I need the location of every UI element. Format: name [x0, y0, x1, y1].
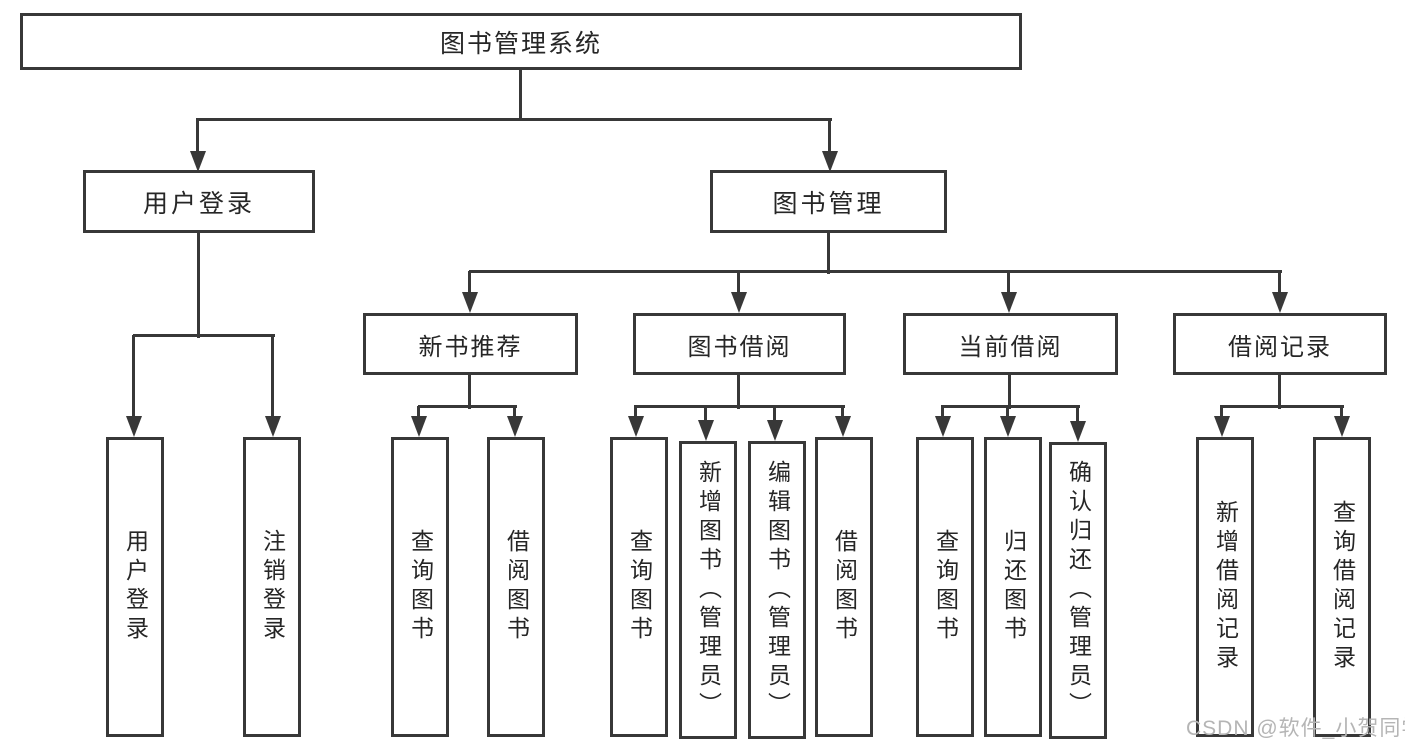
node-label: 借阅图书 — [831, 529, 858, 645]
connector-line — [773, 406, 776, 422]
node-label: 借阅图书 — [503, 529, 530, 645]
node-label: 新增借阅记录 — [1212, 500, 1239, 674]
arrowhead-down-icon — [731, 292, 747, 313]
node-book-borrow: 图书借阅 — [633, 313, 846, 375]
node-new-book-recommend: 新书推荐 — [363, 313, 578, 375]
node-user-login: 用户登录 — [83, 170, 315, 233]
connector-line — [1340, 406, 1343, 418]
leaf-borrow-books: 借阅图书 — [815, 437, 873, 737]
leaf-add-borrow-record: 新增借阅记录 — [1196, 437, 1254, 737]
arrowhead-down-icon — [628, 416, 644, 437]
node-label: 查询图书 — [407, 529, 434, 645]
leaf-query-books-borrow: 查询图书 — [610, 437, 668, 737]
node-label: 图书借阅 — [687, 333, 792, 361]
connector-line — [196, 119, 199, 154]
leaf-add-book-admin: 新增图书（管理员） — [679, 441, 737, 739]
node-label: 用户登录 — [122, 529, 149, 645]
arrowhead-down-icon — [1334, 416, 1350, 437]
connector-line — [418, 405, 517, 408]
connector-line — [1278, 271, 1281, 295]
node-label: 图书管理系统 — [439, 29, 602, 58]
leaf-user-login: 用户登录 — [106, 437, 164, 737]
node-label: 借阅记录 — [1228, 333, 1332, 361]
leaf-query-borrow-record: 查询借阅记录 — [1313, 437, 1371, 737]
leaf-borrow-books-recommend: 借阅图书 — [487, 437, 545, 737]
arrowhead-down-icon — [190, 151, 206, 172]
node-label: 注销登录 — [259, 529, 286, 645]
arrowhead-down-icon — [935, 416, 951, 437]
arrowhead-down-icon — [835, 416, 851, 437]
node-borrow-records: 借阅记录 — [1173, 313, 1387, 375]
connector-line — [704, 406, 707, 422]
node-library-management-system: 图书管理系统 — [20, 13, 1022, 70]
connector-line — [271, 335, 274, 418]
connector-line — [1220, 406, 1223, 418]
node-label: 确认归还（管理员） — [1065, 460, 1092, 721]
connector-line — [468, 375, 471, 409]
arrowhead-down-icon — [1272, 292, 1288, 313]
connector-line — [737, 271, 740, 295]
arrowhead-down-icon — [1000, 416, 1016, 437]
arrowhead-down-icon — [126, 416, 142, 437]
node-label: 新书推荐 — [418, 333, 523, 361]
leaf-edit-book-admin: 编辑图书（管理员） — [748, 441, 806, 739]
connector-line — [132, 335, 135, 418]
connector-line — [1007, 271, 1010, 295]
leaf-return-book: 归还图书 — [984, 437, 1042, 737]
arrowhead-down-icon — [822, 151, 838, 172]
arrowhead-down-icon — [1070, 421, 1086, 442]
arrowhead-down-icon — [1001, 292, 1017, 313]
node-label: 查询图书 — [932, 529, 959, 645]
node-label: 编辑图书（管理员） — [764, 459, 791, 721]
connector-line — [634, 405, 845, 408]
connector-line — [1006, 406, 1009, 418]
connector-line — [133, 334, 275, 337]
arrowhead-down-icon — [1214, 416, 1230, 437]
arrowhead-down-icon — [265, 416, 281, 437]
connector-line — [469, 270, 1282, 273]
connector-line — [828, 119, 831, 154]
connector-line — [417, 406, 420, 418]
node-book-management: 图书管理 — [710, 170, 947, 233]
arrowhead-down-icon — [507, 416, 523, 437]
connector-line — [519, 69, 522, 120]
arrowhead-down-icon — [411, 416, 427, 437]
connector-line — [1220, 405, 1344, 408]
node-label: 用户登录 — [142, 189, 255, 218]
connector-line — [1278, 375, 1281, 409]
leaf-query-books-current: 查询图书 — [916, 437, 974, 737]
connector-line — [197, 233, 200, 338]
connector-line — [1076, 406, 1079, 423]
csdn-watermark: CSDN @软件_小贺同学 — [1186, 717, 1405, 740]
arrowhead-down-icon — [462, 292, 478, 313]
connector-line — [1008, 375, 1011, 409]
connector-line — [513, 406, 516, 418]
arrowhead-down-icon — [767, 420, 783, 441]
node-label: 查询图书 — [626, 529, 653, 645]
leaf-confirm-return-admin: 确认归还（管理员） — [1049, 442, 1107, 739]
connector-line — [196, 118, 832, 121]
connector-line — [841, 406, 844, 418]
connector-line — [468, 271, 471, 295]
connector-line — [941, 406, 944, 418]
node-label: 归还图书 — [1000, 529, 1027, 645]
node-current-borrow: 当前借阅 — [903, 313, 1118, 375]
connector-line — [941, 405, 1080, 408]
connector-line — [737, 375, 740, 409]
leaf-logout: 注销登录 — [243, 437, 301, 737]
node-label: 新增图书（管理员） — [695, 459, 722, 721]
node-label: 当前借阅 — [958, 333, 1063, 361]
node-label: 图书管理 — [772, 189, 885, 218]
arrowhead-down-icon — [698, 420, 714, 441]
connector-line — [634, 406, 637, 418]
connector-line — [827, 233, 830, 274]
leaf-query-books-recommend: 查询图书 — [391, 437, 449, 737]
node-label: 查询借阅记录 — [1329, 500, 1356, 674]
